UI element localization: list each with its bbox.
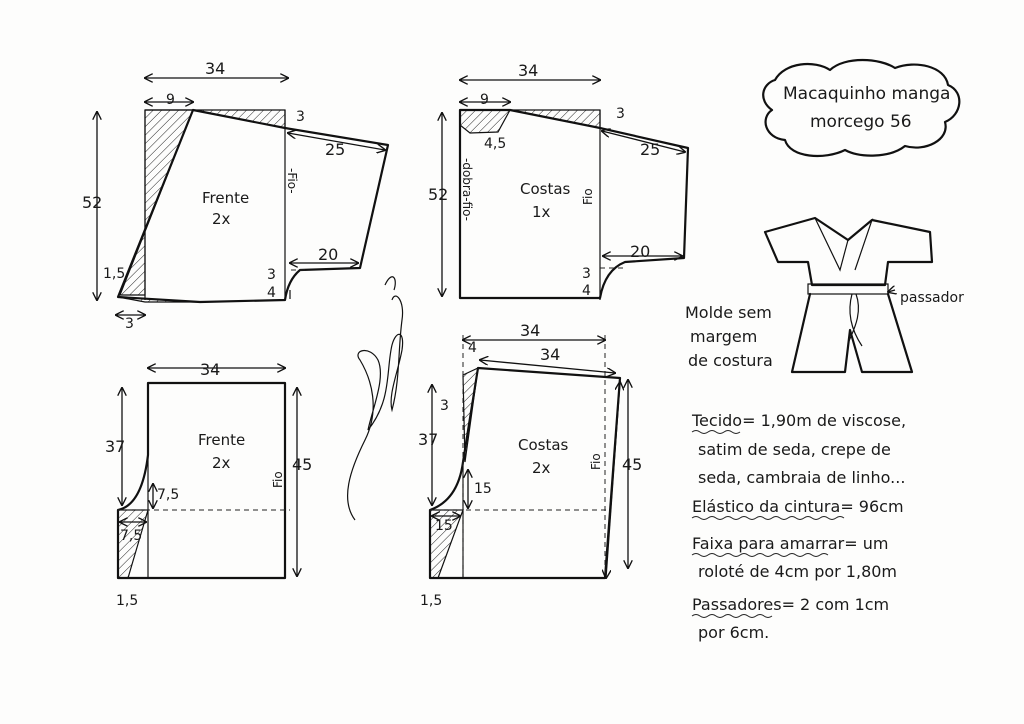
costas-top-armpit: 3 [582,266,591,282]
costas-bottom-width-top: 34 [520,321,540,340]
note-passadores-1: Passadores= 2 com 1cm [692,595,889,614]
frente-top-armpit: 3 [267,267,276,283]
frente-top-count: 2x [212,210,231,228]
costas-bottom-crotch-v: 15 [474,481,492,497]
underline-elastico [691,516,845,520]
costas-bottom-drop: 4 [468,340,477,356]
costas-top-offset: 9 [480,92,489,108]
frente-bottom-count: 2x [212,454,231,472]
title-line2: morcego 56 [810,112,912,132]
note-elastico: Elástico da cintura= 96cm [692,497,904,516]
signature [347,276,404,521]
frente-top-drop: 3 [296,109,305,125]
costas-bottom-outline [428,366,622,580]
costas-top-cuff: 20 [630,242,650,261]
frente-bottom-height-left: 37 [105,437,125,456]
costas-bottom-crotch-h: 15 [435,518,453,534]
costas-top-width: 34 [518,61,538,80]
frente-bottom-width: 34 [200,360,220,379]
note-molde-1: Molde sem [685,303,772,322]
frente-top-cuff: 20 [318,245,338,264]
frente-top-width: 34 [205,59,225,78]
costas-top-piece [442,80,690,300]
frente-top-height: 52 [82,193,102,212]
frente-bottom-label: Frente [198,431,245,449]
note-tecido-2: satim de seda, crepe de [698,440,891,459]
frente-top-sleeve: 25 [325,140,345,159]
frente-bottom-bottom: 1,5 [116,593,138,609]
costas-top-fold: -dobra-fio- [460,158,474,221]
frente-top-piece [97,78,390,315]
frente-bottom-crotch-v: 7,5 [157,487,179,503]
frente-bottom-hatch [117,509,149,579]
costas-bottom-height-left: 37 [418,430,438,449]
costas-bottom-side: 3 [440,398,449,414]
costas-bottom-height-right: 45 [622,455,642,474]
frente-bottom-crotch-h: 7,5 [120,528,142,544]
costas-top-hatch-neck [459,109,512,134]
frente-bottom-piece [116,368,297,580]
costas-top-label: Costas [520,180,571,198]
note-molde-3: de costura [688,351,773,370]
title-line1: Macaquinho manga [783,84,950,104]
frente-bottom-height-right: 45 [292,455,312,474]
note-faixa-2: roloté de 4cm por 1,80m [698,562,897,581]
frente-top-label: Frente [202,189,249,207]
costas-bottom-count: 2x [532,459,551,477]
garment-sketch [763,216,934,374]
note-faixa-1: Faixa para amarrar= um [692,534,888,553]
costas-bottom-piece [430,335,628,578]
costas-bottom-bottom: 1,5 [420,593,442,609]
note-tecido-1: Tecido= 1,90m de viscose, [691,411,906,430]
frente-top-fio: -Fio- [285,168,299,194]
frente-top-offset: 9 [166,92,175,108]
costas-bottom-label: Costas [518,436,569,454]
costas-bottom-fio: Fio [589,453,603,470]
underline-passadores [691,614,773,618]
frente-bottom-outline [116,381,287,580]
costas-top-drop: 3 [616,106,625,122]
frente-top-outline [116,108,390,304]
costas-top-neck: 4,5 [484,136,506,152]
frente-top-bottom-offset: 3 [125,316,134,332]
costas-top-fio: Fio [581,188,595,205]
frente-bottom-fio: Fio [271,471,285,488]
note-tecido-3: seda, cambraia de linho... [698,468,905,487]
costas-top-hem: 4 [582,283,591,299]
note-passadores-2: por 6cm. [698,623,769,642]
costas-top-sleeve: 25 [640,140,660,159]
frente-top-hem: 4 [267,285,276,301]
underline-tecido [691,430,741,434]
note-molde-2: margem [690,327,757,346]
costas-top-height: 52 [428,185,448,204]
costas-bottom-width-inner: 34 [540,345,560,364]
passador-label: passador [900,290,964,306]
frente-top-bottom-left: 1,5 [103,266,125,282]
costas-top-count: 1x [532,203,551,221]
underline-faixa [691,553,829,557]
title-cloud [762,59,961,157]
